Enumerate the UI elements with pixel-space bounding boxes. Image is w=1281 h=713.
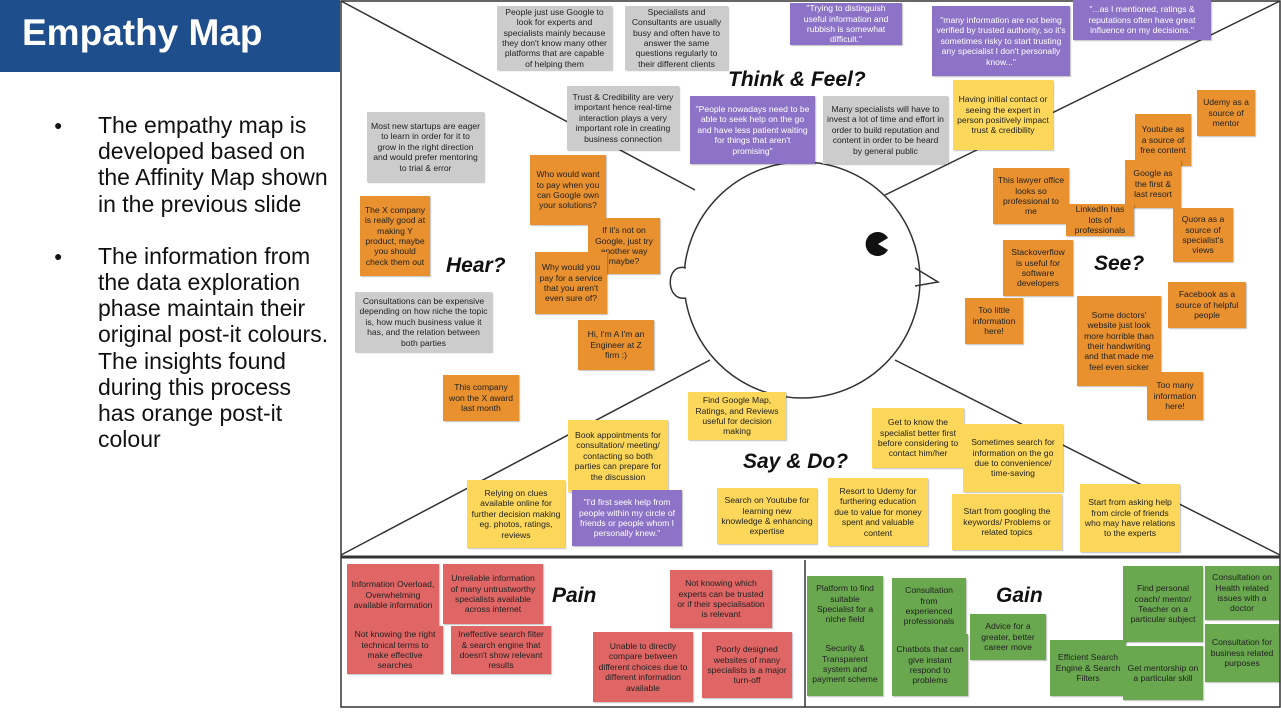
post-it-note: Who would want to pay when you can Googl… xyxy=(530,155,606,225)
post-it-note: Too many information here! xyxy=(1147,372,1203,420)
post-it-note: Security & Transparent system and paymen… xyxy=(807,632,883,696)
empathy-map: Think & Feel? Hear? See? Say & Do? Pain … xyxy=(340,0,1281,713)
say-do-label: Say & Do? xyxy=(743,450,849,473)
ear-shape xyxy=(669,266,687,299)
post-it-note: LinkedIn has lots of professionals xyxy=(1066,204,1134,236)
post-it-note: Google as the first & last resort xyxy=(1125,160,1181,208)
post-it-note: This lawyer office looks so professional… xyxy=(993,168,1069,224)
divider-line xyxy=(340,359,711,556)
nose-shape xyxy=(914,267,941,287)
bullet-list: The empathy map is developed based on th… xyxy=(42,112,332,478)
post-it-note: Start from googling the keywords/ Proble… xyxy=(952,494,1062,550)
post-it-note: Consultations can be expensive depending… xyxy=(355,292,492,352)
post-it-note: Relying on clues available online for fu… xyxy=(467,480,565,548)
post-it-note: Efficient Search Engine & Search Filters xyxy=(1050,640,1126,696)
bullet-item: The information from the data exploratio… xyxy=(42,243,332,453)
post-it-note: Quora as a source of specialist's views xyxy=(1173,208,1233,262)
post-it-note: Having initial contact or seeing the exp… xyxy=(953,80,1053,150)
post-it-note: "...as I mentioned, ratings & reputation… xyxy=(1073,0,1211,40)
pain-label: Pain xyxy=(552,584,597,607)
post-it-note: Start from asking help from circle of fr… xyxy=(1080,484,1180,552)
post-it-note: Why would you pay for a service that you… xyxy=(535,252,607,314)
post-it-note: Ineffective search filter & search engin… xyxy=(451,626,551,674)
post-it-note: Too little information here! xyxy=(965,298,1023,344)
post-it-note: This company won the X award last month xyxy=(443,375,519,421)
post-it-note: Hi, I'm A I'm an Engineer at Z firm :) xyxy=(578,320,654,370)
post-it-note: Stackoverflow is useful for software dev… xyxy=(1003,240,1073,296)
post-it-note: Not knowing the right technical terms to… xyxy=(347,626,443,674)
bullet-item: The empathy map is developed based on th… xyxy=(42,112,332,217)
post-it-note: Some doctors' website just look more hor… xyxy=(1077,296,1161,386)
post-it-note: Chatbots that can give instant respond t… xyxy=(892,634,968,696)
map-border xyxy=(340,0,1281,708)
post-it-note: Unable to directly compare between diffe… xyxy=(593,632,693,702)
post-it-note: Resort to Udemy for furthering education… xyxy=(828,478,928,546)
post-it-note: "many information are not being verified… xyxy=(932,6,1070,76)
post-it-note: Trust & Credibility are very important h… xyxy=(567,86,679,150)
post-it-note: Unreliable information of many untrustwo… xyxy=(443,564,543,624)
map-frame xyxy=(340,0,1281,708)
post-it-note: The X company is really good at making Y… xyxy=(360,196,430,276)
post-it-note: Sometimes search for information on the … xyxy=(963,424,1063,492)
post-it-note: Information Overload, Overwhelming avail… xyxy=(347,564,439,626)
post-it-note: "People nowadays need to be able to seek… xyxy=(690,96,815,164)
post-it-note: Consultation on Health related issues wi… xyxy=(1205,566,1279,620)
post-it-note: Find Google Map, Ratings, and Reviews us… xyxy=(688,392,786,440)
post-it-note: Advice for a greater, better career move xyxy=(970,614,1046,660)
post-it-note: Udemy as a source of mentor xyxy=(1197,90,1255,136)
post-it-note: Platform to find suitable Specialist for… xyxy=(807,576,883,632)
post-it-note: Search on Youtube for learning new knowl… xyxy=(717,488,817,544)
post-it-note: People just use Google to look for exper… xyxy=(497,6,612,70)
post-it-note: Consultation for business related purpos… xyxy=(1205,624,1279,682)
see-label: See? xyxy=(1094,252,1145,275)
post-it-note: Youtube as a source of free content xyxy=(1135,114,1191,166)
post-it-note: Consultation from experienced profession… xyxy=(892,578,966,634)
post-it-note: "I'd first seek help from people within … xyxy=(572,490,682,546)
post-it-note: Get mentorship on a particular skill xyxy=(1123,646,1203,700)
post-it-note: Poorly designed websites of many special… xyxy=(702,632,792,698)
post-it-note: Not knowing which experts can be trusted… xyxy=(670,570,772,628)
post-it-note: Specialists and Consultants are usually … xyxy=(625,6,728,70)
post-it-note: Facebook as a source of helpful people xyxy=(1168,282,1246,328)
post-it-note: Find personal coach/ mentor/ Teacher on … xyxy=(1123,566,1203,642)
post-it-note: Get to know the specialist better first … xyxy=(872,408,964,468)
divider-line xyxy=(894,359,1281,556)
divider-line xyxy=(884,0,1281,196)
think-feel-label: Think & Feel? xyxy=(728,68,866,91)
head-circle xyxy=(683,161,921,399)
post-it-note: "Trying to distinguish useful informatio… xyxy=(790,3,902,45)
gain-label: Gain xyxy=(996,584,1043,607)
page-title: Empathy Map xyxy=(22,12,263,53)
post-it-note: Most new startups are eager to learn in … xyxy=(367,112,484,182)
divider-line xyxy=(340,0,696,191)
hear-label: Hear? xyxy=(446,254,506,277)
title-bar: Empathy Map xyxy=(0,0,340,72)
post-it-note: Book appointments for consultation/ meet… xyxy=(568,420,668,492)
eye-shape xyxy=(865,232,888,256)
post-it-note: Many specialists will have to invest a l… xyxy=(823,96,948,164)
